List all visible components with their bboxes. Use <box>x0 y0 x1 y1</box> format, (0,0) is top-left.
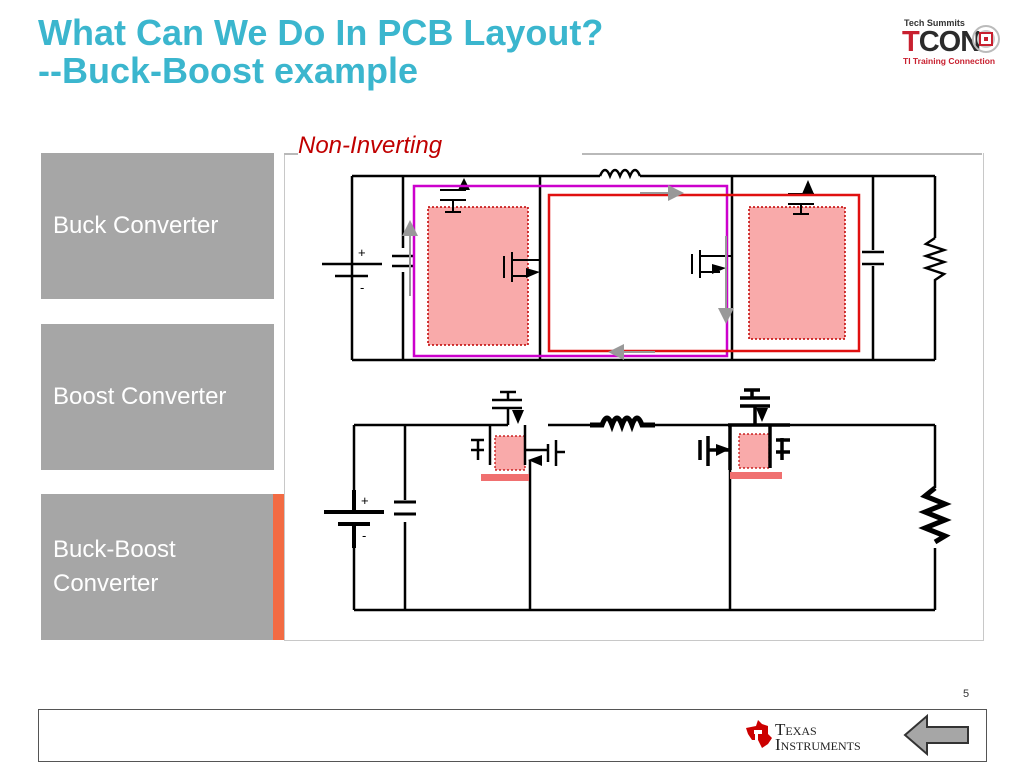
red-current-loop <box>547 193 861 353</box>
resistor-bottom-icon <box>918 486 952 545</box>
slide-title-line-2: --Buck-Boost example <box>38 50 419 91</box>
layout-pad-left <box>481 474 529 481</box>
tab-buck-boost-converter[interactable]: Buck-Boost Converter <box>41 494 284 640</box>
top-wires <box>350 174 937 362</box>
battery-bottom-icon <box>324 490 384 548</box>
diagram-subtitle: Non-Inverting <box>298 132 443 159</box>
texas-instruments-logo-icon <box>746 720 772 748</box>
bottom-schematic: + - <box>324 388 952 612</box>
current-direction-arrows <box>402 185 734 360</box>
logo-mark-t: T <box>902 26 920 58</box>
inductor-icon <box>598 168 642 180</box>
switch-cluster-right-icon <box>698 388 790 470</box>
switch-left-arrow <box>512 410 524 424</box>
slide-title: What Can We Do In PCB Layout? --Buck-Boo… <box>38 14 603 90</box>
mosfet-q1-arrow <box>458 178 470 190</box>
battery-icon <box>322 262 382 278</box>
battery-bottom-minus: - <box>362 528 366 543</box>
logo-tagline: Tech Summits <box>904 18 965 28</box>
ti-line-2: Instruments <box>775 735 861 754</box>
hot-area-bottom-left <box>494 435 526 471</box>
texas-instruments-wordmark: Texas Instruments <box>775 720 861 754</box>
inductor-bottom-icon <box>590 415 655 433</box>
left-arrow-icon <box>903 713 969 757</box>
battery-plus: + <box>358 245 366 260</box>
slide-number: 5 <box>963 688 970 700</box>
top-schematic: + - <box>322 168 948 362</box>
switch-right-arrow-2 <box>716 444 730 456</box>
tab-boost-converter[interactable]: Boost Converter <box>41 324 274 470</box>
ti-line-1: Texas <box>775 720 817 739</box>
switch-left-arrow-2 <box>528 455 542 466</box>
back-arrow-button[interactable] <box>903 713 971 757</box>
tcon-logo: Tech Summits TCON TI Training Connection <box>898 18 1002 68</box>
slide-title-line-1: What Can We Do In PCB Layout? <box>38 12 604 53</box>
content-panel <box>284 153 984 641</box>
mosfet-q4-arrow <box>802 180 814 194</box>
tab-buck-converter[interactable]: Buck Converter <box>41 153 274 299</box>
battery-minus: - <box>360 280 364 295</box>
tab-buck-converter-label: Buck Converter <box>53 212 219 239</box>
output-capacitor-icon <box>862 250 884 266</box>
mosfet-q3-arrow <box>712 264 726 274</box>
tab-boost-converter-label: Boost Converter <box>53 383 227 410</box>
input-capacitor-bottom-icon <box>394 500 416 516</box>
tab-buck-boost-converter-label: Buck-Boost Converter <box>53 536 176 597</box>
layout-pad-right <box>730 472 782 479</box>
mosfet-q2-arrow <box>526 268 540 278</box>
footer-bar <box>38 709 987 762</box>
resistor-icon <box>922 236 948 296</box>
panel-border <box>284 153 298 155</box>
bottom-wires <box>352 423 937 612</box>
logo-mark-rest: CON <box>918 26 981 58</box>
mosfet-q2-icon <box>503 252 540 282</box>
logo-wordmark: TCON <box>902 26 981 59</box>
switch-cluster-left-icon <box>471 390 565 466</box>
panel-border <box>582 153 982 155</box>
logo-subline: TI Training Connection <box>903 56 996 66</box>
logo-rings-icon <box>972 25 1000 53</box>
hot-area-bottom-right <box>738 433 770 469</box>
battery-bottom-plus: + <box>361 493 369 508</box>
switch-right-arrow <box>756 408 768 422</box>
hot-area-right <box>748 206 846 340</box>
